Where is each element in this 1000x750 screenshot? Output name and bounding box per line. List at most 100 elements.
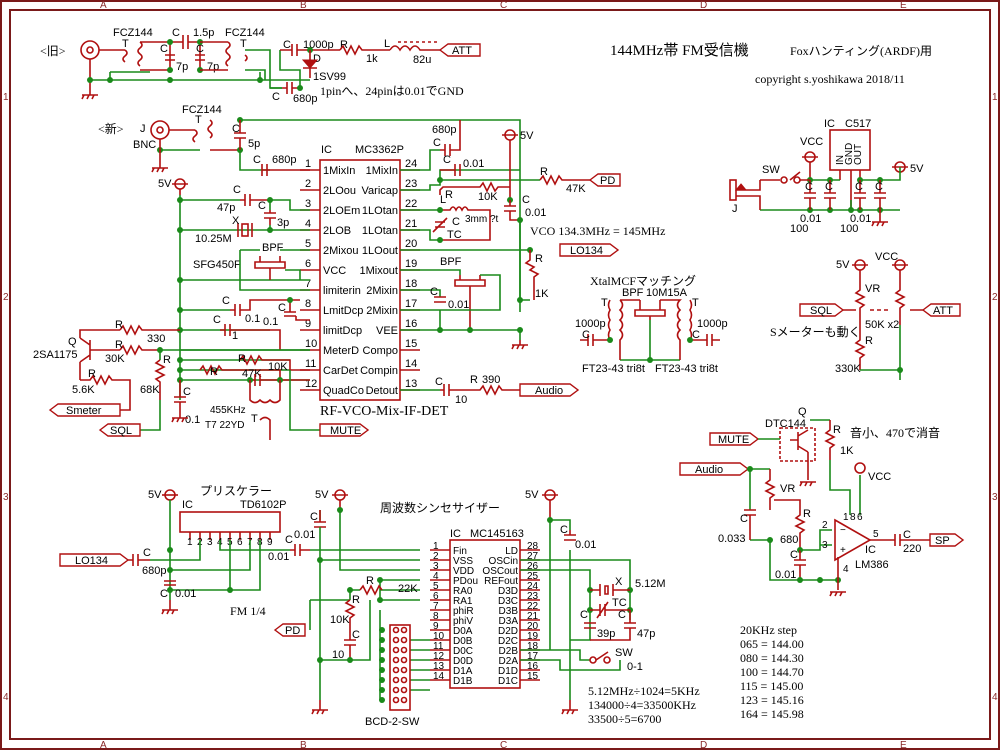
mc3362-pin-name: 2LOEm — [323, 205, 360, 217]
power-switch[interactable]: SW — [760, 164, 810, 184]
port-att-vr-label: ATT — [933, 305, 953, 317]
amp-pin-4: 4 — [843, 564, 849, 575]
t2-ref: T — [240, 38, 247, 50]
port-smeter-label: Smeter — [66, 405, 102, 417]
port-lo134-pre[interactable]: LO134 — [59, 553, 130, 567]
vr-note: Sメーターも動く — [770, 325, 861, 339]
pwr-5v-label: 5V — [910, 163, 924, 175]
synth-pin-num: 16 — [527, 661, 539, 672]
t-new-ref: T — [195, 114, 202, 126]
mc3362-ref: IC — [321, 144, 332, 156]
old-frontend-note: 1pinへ、24pinは0.01でGND — [320, 84, 464, 98]
port-sql-vr[interactable]: SQL — [799, 303, 845, 317]
mc3362-pin-num: 15 — [405, 338, 417, 350]
port-audio-amp[interactable]: Audio — [679, 462, 750, 476]
prescaler-note: FM 1/4 — [230, 604, 266, 618]
mc3362-pin-name: VCC — [323, 265, 346, 277]
port-att-old[interactable]: ATT — [438, 43, 481, 57]
bpf-ref: BPF — [262, 242, 284, 254]
synth-c47-ref: C — [618, 609, 626, 621]
pwr-ic-ref: IC — [824, 118, 835, 130]
synth-ctop-val: 0.01 — [294, 529, 315, 541]
inner-frame — [9, 9, 991, 740]
amp-r-ref: R — [833, 424, 841, 436]
mcf-t-right: T — [692, 297, 699, 309]
vco-vcc-label: 5V — [520, 130, 534, 142]
mc3362-pin-num: 1 — [305, 158, 311, 170]
port-smeter[interactable]: Smeter — [48, 403, 121, 417]
pre-c680-ref: C — [143, 547, 151, 559]
c2-val: 7p — [207, 61, 219, 73]
port-pd-vco[interactable]: PD — [588, 173, 621, 187]
bcd-contact-icon — [392, 696, 400, 704]
transformer-new-icon — [192, 119, 240, 151]
r-ref: R — [340, 39, 348, 51]
c-audio-ref: C — [435, 376, 443, 388]
synth-c10-ref: C — [352, 629, 360, 641]
amp-c220-ref: C — [903, 529, 911, 541]
calc-line-2: 134000÷4=33500KHz — [588, 698, 696, 712]
r10k-val: 10K — [268, 361, 288, 373]
grid-col-a-bottom: A — [100, 740, 107, 750]
port-audio-ic-label: Audio — [535, 385, 563, 397]
pre-c001-ref: C — [160, 588, 168, 600]
pwr-ic-val: C517 — [845, 118, 871, 130]
ground-icon — [161, 600, 178, 615]
pwr-c4-val: 0.01 — [850, 213, 871, 225]
junction-dot — [379, 697, 385, 703]
vco-cvcc-val: 0.01 — [525, 207, 546, 219]
mc3362-pin-name: MeterD — [323, 345, 359, 357]
port-att-old-label: ATT — [452, 45, 472, 57]
port-att-vr[interactable]: ATT — [921, 303, 961, 317]
bcd-contact-icon — [392, 646, 400, 654]
pre-c001b-ref: C — [285, 534, 293, 546]
r47k-val: 47K — [242, 368, 262, 380]
port-mute-ic[interactable]: MUTE — [319, 423, 370, 437]
vco-l-val: 3mm ?t — [465, 214, 499, 225]
port-sp[interactable]: SP — [929, 533, 965, 547]
port-lo134-vco[interactable]: LO134 — [559, 243, 620, 257]
q-val: 2SA1175 — [33, 349, 77, 361]
dc-jack[interactable]: J — [729, 179, 761, 215]
c9-ref: C — [278, 302, 286, 314]
r-audio-ref: R — [470, 374, 478, 386]
amp-pin-5: 5 — [873, 529, 879, 540]
capacitor-icon — [170, 35, 200, 49]
ground-icon — [561, 700, 578, 715]
synth-r22k-val: 22K — [398, 583, 418, 595]
xtal-mcf-title: XtalMCFマッチング — [590, 274, 696, 288]
step-row: 164 = 145.98 — [740, 707, 804, 721]
vco-r47k-val: 47K — [566, 183, 586, 195]
port-mute-amp[interactable]: MUTE — [709, 432, 760, 446]
port-lo134-pre-label: LO134 — [75, 555, 108, 567]
synth-pin-num: 18 — [527, 641, 539, 652]
port-mute-ic-label: MUTE — [330, 425, 361, 437]
synth-pin-num: 5 — [433, 581, 439, 592]
bcd-switch[interactable]: BCD-2-SW — [365, 624, 420, 728]
port-sp-label: SP — [935, 535, 950, 547]
mc3362-pin-num: 17 — [405, 298, 417, 310]
grid-row-3-right: 3 — [992, 492, 998, 503]
bpf-val: SFG450F — [193, 259, 241, 271]
c5p-ref: C — [232, 123, 240, 135]
vco-r10k-ref: R — [445, 189, 453, 201]
c8-ref: C — [222, 295, 230, 307]
mcf-core-right: FT23-43 tri8t — [655, 363, 718, 375]
mc3362-pin-name: 1LOtan — [362, 225, 398, 237]
q-ref: Q — [68, 336, 77, 348]
audio-amp-section: Q DTC144 MUTE R 1K 音小、470で消音 VCC Audio V… — [679, 406, 965, 597]
prescaler-pin-num: 9 — [267, 537, 273, 548]
synth-switch[interactable]: SW 0-1 — [520, 647, 643, 673]
pwr-pin-in: IN — [835, 155, 846, 165]
synth-pin-name: D1A — [453, 666, 473, 677]
port-pd-synth[interactable]: PD — [273, 623, 306, 637]
port-sql-left[interactable]: SQL — [98, 423, 141, 437]
mc3362-left-parts: 5V C 47p C 3p X 10.25M BPF SFG450F C 0.1… — [33, 178, 580, 440]
mc3362-pin-num: 12 — [305, 378, 317, 390]
step-row: 080 = 144.30 — [740, 651, 804, 665]
synth-pin-name: phiR — [453, 606, 474, 617]
c1000-ref: C — [283, 39, 291, 51]
port-audio-ic[interactable]: Audio — [519, 383, 580, 397]
